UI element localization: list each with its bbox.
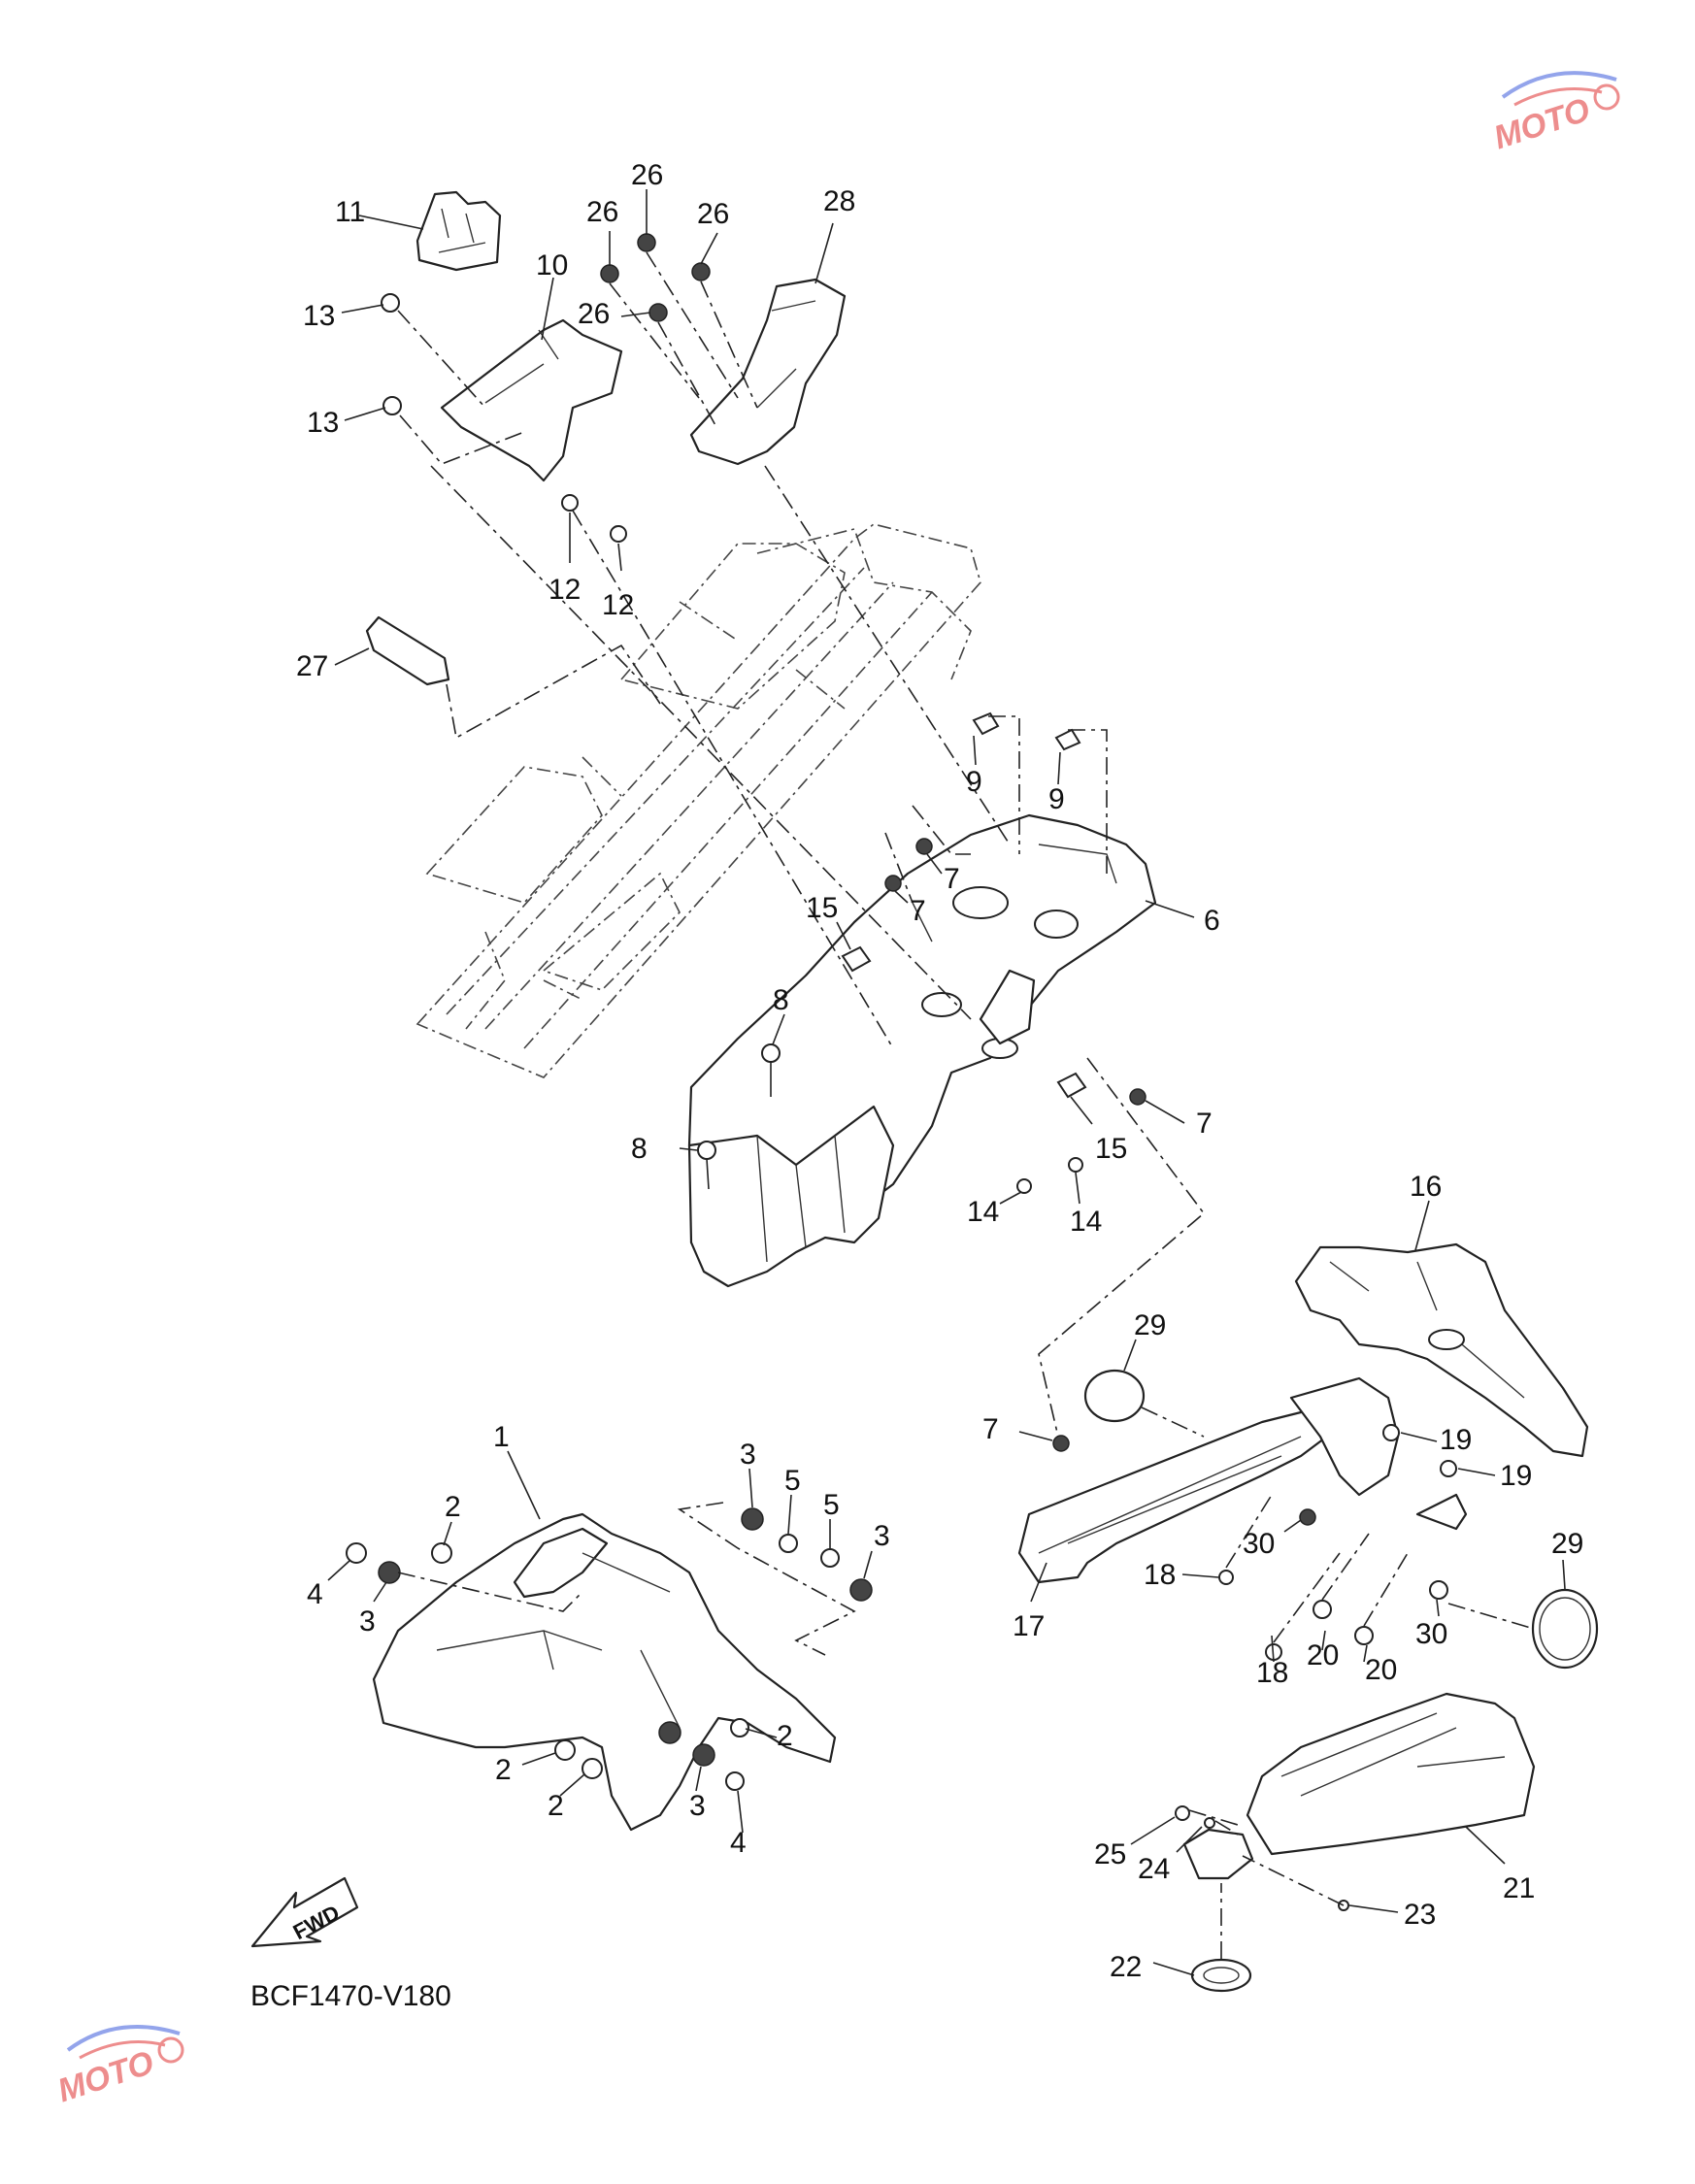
- callout-29[interactable]: 29: [1134, 1309, 1166, 1341]
- callout-12[interactable]: 12: [548, 574, 581, 606]
- callout-15[interactable]: 15: [806, 892, 838, 924]
- small-fasteners-16-17: [1218, 1424, 1457, 1661]
- callout-8[interactable]: 8: [631, 1133, 648, 1165]
- callout-5[interactable]: 5: [784, 1465, 801, 1497]
- callout-7[interactable]: 7: [982, 1413, 999, 1445]
- part-7-nuts: [884, 838, 1147, 1452]
- callout-13[interactable]: 13: [303, 300, 335, 332]
- watermark-text: MOTO: [53, 2044, 158, 2109]
- diagram-code: BCF1470-V180: [250, 1980, 451, 2012]
- part-12-washers: [561, 494, 627, 543]
- callout-4[interactable]: 4: [730, 1827, 747, 1859]
- callout-2[interactable]: 2: [495, 1754, 512, 1786]
- callout-26[interactable]: 26: [586, 196, 618, 228]
- callout-12[interactable]: 12: [602, 589, 634, 621]
- part-11-bracket: [415, 190, 502, 272]
- callout-3[interactable]: 3: [359, 1605, 376, 1638]
- part-6-inner-fender: [687, 813, 1157, 1288]
- callout-19[interactable]: 19: [1440, 1424, 1472, 1456]
- callout-4[interactable]: 4: [307, 1578, 323, 1610]
- part-16-tail-cover: [1294, 1242, 1589, 1458]
- callout-22[interactable]: 22: [1110, 1951, 1142, 1983]
- part-14-nuts: [1016, 1157, 1083, 1194]
- callout-3[interactable]: 3: [740, 1439, 756, 1471]
- callout-21[interactable]: 21: [1503, 1872, 1535, 1904]
- callout-8[interactable]: 8: [773, 984, 789, 1016]
- callout-18[interactable]: 18: [1144, 1559, 1176, 1591]
- part-2-5-fasteners: [346, 1507, 873, 1791]
- callout-1[interactable]: 1: [493, 1421, 510, 1453]
- callout-18[interactable]: 18: [1256, 1657, 1288, 1689]
- leader-lines: [327, 189, 1566, 1976]
- callout-28[interactable]: 28: [823, 185, 855, 217]
- callout-23[interactable]: 23: [1404, 1899, 1436, 1931]
- part-17-bracket: [1017, 1376, 1468, 1584]
- part-22-clamp: [1182, 1828, 1254, 1993]
- callout-2[interactable]: 2: [548, 1790, 564, 1822]
- callout-9[interactable]: 9: [966, 766, 982, 798]
- callout-29[interactable]: 29: [1551, 1528, 1583, 1560]
- callout-15[interactable]: 15: [1095, 1133, 1127, 1165]
- watermark-logo-top: MOTO: [1489, 71, 1620, 156]
- callout-5[interactable]: 5: [823, 1489, 840, 1521]
- part-15-clips: [841, 945, 1087, 1099]
- callout-13[interactable]: 13: [307, 407, 339, 439]
- callout-7[interactable]: 7: [944, 863, 960, 895]
- callout-14[interactable]: 14: [967, 1196, 999, 1228]
- callout-3[interactable]: 3: [689, 1790, 706, 1822]
- callout-6[interactable]: 6: [1204, 905, 1220, 937]
- watermark-text: MOTO: [1489, 91, 1594, 156]
- callout-3[interactable]: 3: [874, 1520, 890, 1552]
- callout-10[interactable]: 10: [536, 249, 568, 281]
- callout-7[interactable]: 7: [1196, 1108, 1213, 1140]
- part-13-bolts: [381, 293, 402, 415]
- watermark-logo-bottom: MOTO: [53, 2025, 184, 2109]
- part-27-stay: [365, 615, 450, 686]
- part-10-bracket: [440, 318, 623, 482]
- callout-26[interactable]: 26: [697, 198, 729, 230]
- callout-2[interactable]: 2: [777, 1720, 793, 1752]
- callout-27[interactable]: 27: [296, 650, 328, 682]
- callout-19[interactable]: 19: [1500, 1460, 1532, 1492]
- callout-25[interactable]: 25: [1094, 1838, 1126, 1870]
- callout-20[interactable]: 20: [1307, 1639, 1339, 1671]
- callout-30[interactable]: 30: [1243, 1528, 1275, 1560]
- part-28-bracket: [689, 278, 847, 466]
- forward-arrow[interactable]: FWD: [250, 1876, 359, 1948]
- callout-11[interactable]: 11: [335, 196, 365, 228]
- part-29-reflector-top: [1083, 1369, 1146, 1423]
- callout-30[interactable]: 30: [1415, 1618, 1447, 1650]
- callout-24[interactable]: 24: [1138, 1853, 1170, 1885]
- callout-26[interactable]: 26: [631, 159, 663, 191]
- part-1-front-fender: [372, 1512, 837, 1832]
- part-9-clips: [972, 711, 1081, 751]
- callout-17[interactable]: 17: [1013, 1610, 1045, 1642]
- callout-labels: 1 2 2 2 2 3 3 3 3 4 4 5 5 6 7 7 7 7 8 8 …: [296, 159, 1583, 1983]
- part-21-cover: [1246, 1692, 1536, 1856]
- callout-7[interactable]: 7: [910, 895, 926, 927]
- callout-9[interactable]: 9: [1048, 783, 1065, 815]
- callout-14[interactable]: 14: [1070, 1206, 1102, 1238]
- callout-26[interactable]: 26: [578, 298, 610, 330]
- part-8-bolts: [697, 1043, 781, 1190]
- part-29-reflector-right: [1531, 1588, 1599, 1670]
- callout-16[interactable]: 16: [1410, 1171, 1442, 1203]
- callout-2[interactable]: 2: [445, 1491, 461, 1523]
- callout-20[interactable]: 20: [1365, 1654, 1397, 1686]
- frame-outline: [415, 523, 981, 1078]
- part-26-nuts: [600, 233, 711, 322]
